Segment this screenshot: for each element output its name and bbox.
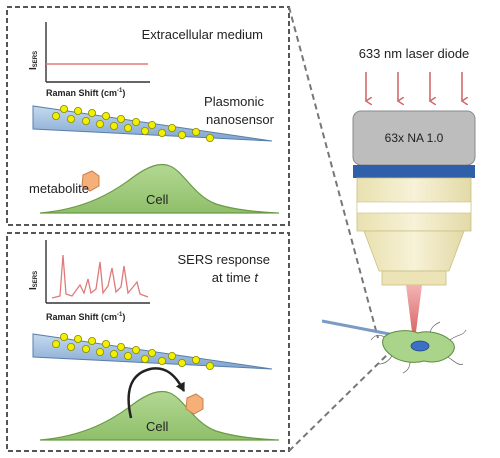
- zoom-connector-lines: [288, 6, 391, 452]
- bottom-sers-spectrum: [51, 254, 149, 299]
- top-cell-label: Cell: [146, 192, 169, 207]
- micro-probe-line: [321, 319, 401, 338]
- bottom-y-axis-label: ISERS: [28, 271, 39, 290]
- extracellular-medium-label: Extracellular medium: [142, 27, 263, 42]
- plasmonic-label: Plasmonic: [204, 94, 264, 109]
- microscope: 633 nm laser diode 63x NA 1.0: [321, 46, 476, 374]
- objective-tip: [381, 270, 447, 286]
- bottom-metabolite-icon: [185, 393, 204, 415]
- micro-cell-filopodia: [370, 321, 467, 374]
- top-cell: [39, 163, 280, 214]
- at-time-label: at time t: [212, 270, 260, 285]
- top-panel-frame: [6, 6, 290, 226]
- objective-lower-cone: [363, 230, 465, 272]
- bottom-x-axis-label: Raman Shift (cm-1): [46, 312, 125, 322]
- top-x-axis-label: Raman Shift (cm-1): [46, 88, 125, 98]
- nanosensor-label: nanosensor: [206, 112, 275, 127]
- bottom-panel: ISERS Raman Shift (cm-1) SERS response a…: [6, 232, 290, 452]
- micro-cell-nucleus: [410, 340, 430, 352]
- laser-arrows: [366, 72, 462, 101]
- top-panel: ISERS Raman Shift (cm-1) Extracellular m…: [6, 6, 290, 226]
- bottom-cell: [39, 390, 280, 441]
- bottom-panel-frame: [6, 232, 290, 452]
- bottom-nanoparticles: [52, 332, 214, 370]
- objective-label: 63x NA 1.0: [385, 131, 444, 145]
- sers-response-label: SERS response: [178, 252, 271, 267]
- objective-white-band: [356, 201, 472, 214]
- secretion-arrow: [127, 367, 186, 419]
- top-nanoparticles: [52, 105, 214, 142]
- laser-beam: [406, 285, 422, 332]
- laser-label: 633 nm laser diode: [359, 46, 470, 61]
- metabolite-label: metabolite: [29, 181, 89, 196]
- bottom-cell-label: Cell: [146, 419, 169, 434]
- top-metabolite-icon: [81, 170, 100, 192]
- top-spectrum-axes: [45, 22, 150, 83]
- objective-blue-band: [353, 165, 475, 178]
- top-y-axis-label: ISERS: [28, 51, 39, 70]
- bottom-spectrum-axes: [45, 240, 150, 304]
